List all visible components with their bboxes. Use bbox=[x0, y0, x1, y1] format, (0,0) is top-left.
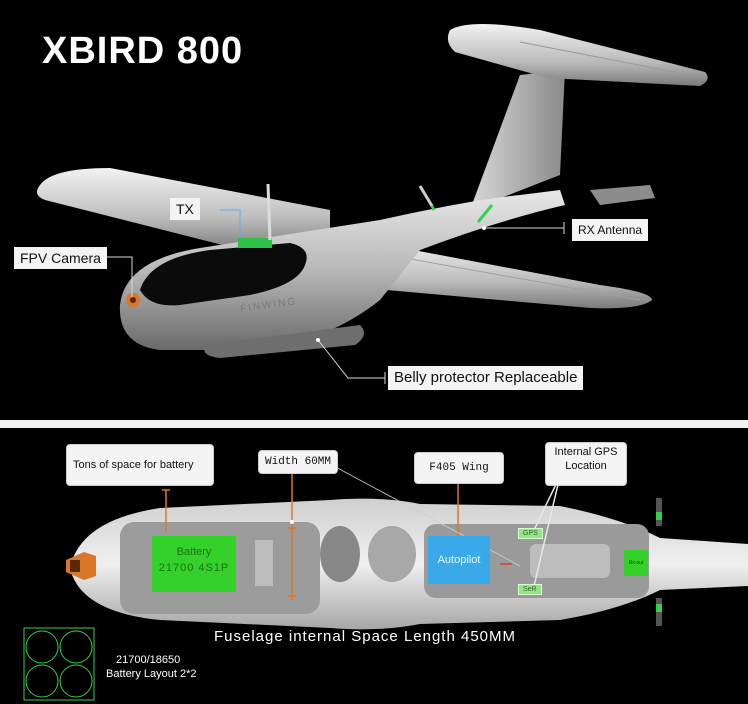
panel-divider bbox=[0, 420, 748, 428]
horizontal-stabilizer bbox=[447, 24, 708, 86]
rx-antenna-callout: RX Antenna bbox=[572, 219, 649, 241]
length-caption: Fuselage internal Space Length 450MM bbox=[214, 628, 517, 645]
fuselage bbox=[119, 190, 565, 350]
flight-controller-callout: F405 Wing bbox=[414, 452, 504, 484]
bottom-panel: Battery 21700 4S1P Autopilot GPS SeR Rx-… bbox=[0, 428, 748, 704]
battery-layout-frame bbox=[23, 627, 95, 701]
gps-callout-line1: Internal GPS bbox=[554, 446, 618, 458]
tail-receiver: Rx-out bbox=[624, 550, 648, 576]
battery-label: Battery bbox=[176, 546, 212, 558]
tx-module bbox=[238, 238, 272, 248]
nose-camera bbox=[66, 552, 96, 580]
gps-tag-lower: SeR bbox=[518, 584, 542, 595]
rx-antenna bbox=[476, 204, 494, 223]
gps-callout: Internal GPS Location bbox=[545, 442, 627, 486]
battery-spec: 21700 4S1P bbox=[158, 562, 230, 574]
vertical-fin bbox=[470, 70, 565, 210]
belly-protector-callout: Belly protector Replaceable bbox=[388, 366, 584, 390]
layout-line2: Battery Layout 2*2 bbox=[106, 668, 197, 680]
canopy bbox=[140, 243, 307, 306]
layout-line1: 21700/18650 bbox=[116, 654, 181, 666]
fpv-camera-callout: FPV Camera bbox=[14, 247, 107, 269]
tx-antenna bbox=[266, 183, 272, 241]
product-title: XBIRD 800 bbox=[42, 30, 244, 72]
gps-callout-line2: Location bbox=[565, 460, 607, 472]
top-panel: XBIRD 800 FINWING TX FPV Camera RX Anten… bbox=[14, 24, 708, 390]
width-callout: Width 60MM bbox=[258, 450, 339, 474]
battery-pack: Battery 21700 4S1P bbox=[152, 536, 236, 592]
battery-space-callout: Tons of space for battery bbox=[66, 444, 214, 486]
gps-tag-upper: GPS bbox=[518, 528, 543, 539]
tx-callout: TX bbox=[170, 198, 200, 220]
belly-protector bbox=[204, 325, 364, 358]
autopilot-board: Autopilot bbox=[428, 536, 490, 584]
